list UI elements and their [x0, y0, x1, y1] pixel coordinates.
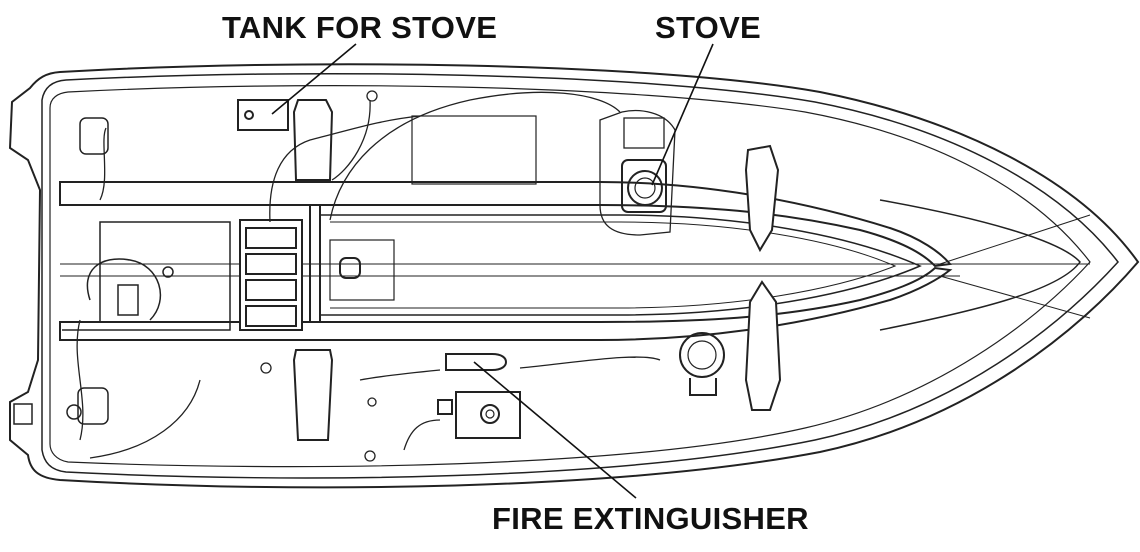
centerline [60, 214, 1091, 319]
hull-outline [8, 63, 1140, 489]
stern-bracket [13, 403, 33, 425]
crossbeam-fwd-top [744, 144, 780, 253]
engine-bay [99, 221, 231, 323]
heater-dial-center [485, 409, 495, 419]
upper-cargo-box [411, 115, 537, 185]
hose-1 [269, 115, 421, 223]
leader-fire-extinguisher [473, 361, 637, 499]
hose-8 [519, 356, 661, 369]
hose-4 [99, 127, 107, 201]
aft-machinery [13, 117, 231, 425]
deck-line [49, 85, 1091, 468]
battery-cell-4 [245, 305, 297, 327]
frame-rails [59, 181, 953, 341]
cross-beams [292, 99, 782, 441]
heater-valve [437, 399, 453, 415]
hoses [76, 90, 661, 462]
stove-burner-inner [634, 177, 656, 199]
engine-fitting [162, 266, 174, 278]
pump-unit [117, 284, 139, 316]
stove-unit [599, 109, 676, 236]
upper-rail [59, 181, 952, 268]
scupper-mount [689, 378, 717, 396]
battery-cell-3 [245, 279, 297, 301]
inner-tub-line [330, 221, 897, 309]
leader-tank-for-stove [271, 43, 357, 115]
stove-tank-cap [244, 110, 254, 120]
hose-3 [331, 99, 371, 181]
crossbeam-aft-top [292, 99, 334, 181]
bow-deck [879, 199, 1081, 331]
heater-box [455, 391, 521, 439]
stove-box [623, 117, 665, 149]
cargo-boxes [329, 115, 537, 301]
hose-7 [403, 419, 441, 451]
crossbeam-aft-bottom [292, 349, 334, 441]
hose-9 [89, 379, 201, 459]
hull-outer [8, 63, 1140, 489]
hose-6 [359, 369, 441, 381]
leader-lines [271, 43, 714, 499]
stove-tank [237, 99, 289, 131]
battery-block [239, 219, 303, 331]
stove-compartment [599, 109, 676, 236]
engine-hose-1 [86, 258, 161, 321]
battery-cell-1 [245, 227, 297, 249]
mid-cargo-knob [339, 257, 361, 279]
fire-extinguisher-label: FIRE EXTINGUISHER [492, 501, 809, 536]
hose-5 [76, 319, 84, 441]
hull-inner [41, 72, 1119, 479]
inner-tub [319, 214, 922, 316]
heater-unit [437, 391, 521, 439]
tank-for-stove-label: TANK FOR STOVE [222, 10, 498, 45]
scupper-ring-inner [687, 340, 717, 370]
scupper-unit [679, 332, 725, 396]
hose-fitting-low [367, 397, 377, 407]
mid-cargo-box [329, 239, 395, 301]
leader-stove [651, 43, 714, 186]
stove-burner [627, 170, 663, 206]
engine-rail [62, 321, 231, 331]
hose-fitting-bottom [364, 450, 376, 462]
fire-extinguisher-unit [445, 353, 508, 371]
lower-rail [59, 266, 953, 341]
drain-plug [66, 404, 82, 420]
fire-extinguisher-body [445, 353, 508, 371]
crossbeam-fwd-bottom [744, 280, 782, 411]
hose-fitting-mid [260, 362, 272, 374]
stove-body [621, 159, 667, 213]
hose-2 [329, 91, 621, 221]
stove-label: STOVE [655, 10, 762, 45]
scupper-ring [679, 332, 725, 378]
hose-fitting-top [366, 90, 378, 102]
aft-fitting-top [79, 117, 109, 155]
battery-cell-2 [245, 253, 297, 275]
